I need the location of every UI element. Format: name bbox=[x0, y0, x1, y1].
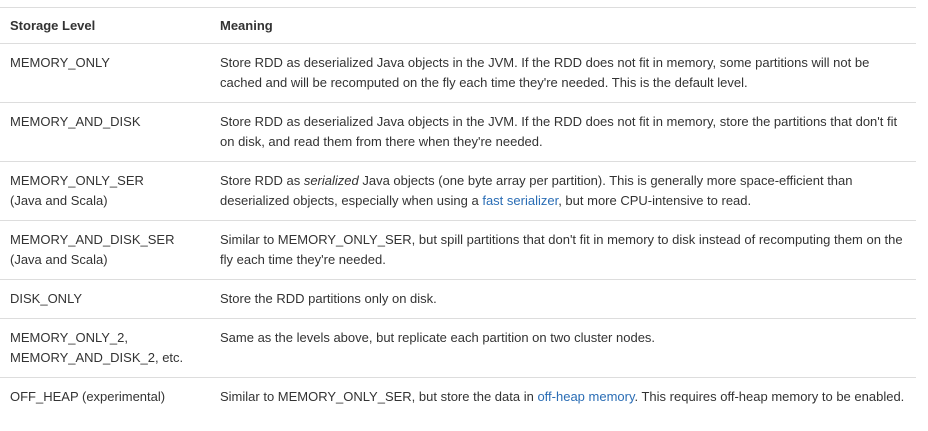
storage-level-name: MEMORY_ONLY_SER bbox=[10, 173, 144, 188]
storage-level-cell: MEMORY_AND_DISK bbox=[0, 102, 210, 162]
storage-level-name: MEMORY_AND_DISK bbox=[10, 114, 141, 129]
header-meaning: Meaning bbox=[210, 7, 916, 44]
meaning-text: Store RDD as deserialized Java objects i… bbox=[220, 114, 898, 149]
table-row: MEMORY_ONLY Store RDD as deserialized Jav… bbox=[0, 44, 916, 103]
meaning-text: Same as the levels above, but replicate … bbox=[220, 330, 656, 345]
meaning-text: Similar to MEMORY_ONLY_SER, but spill pa… bbox=[220, 232, 903, 267]
meaning-text: , but more CPU-intensive to read. bbox=[558, 193, 752, 208]
meaning-text: Store the RDD partitions only on disk. bbox=[220, 291, 437, 306]
table-row: MEMORY_ONLY_SER (Java and Scala) Store RDD… bbox=[0, 161, 916, 221]
storage-level-name: (Java and Scala) bbox=[10, 252, 108, 267]
table-row: DISK_ONLY Store the RDD partitions only o… bbox=[0, 279, 916, 319]
meaning-cell: Same as the levels above, but replicate … bbox=[210, 318, 916, 378]
table-body: MEMORY_ONLY Store RDD as deserialized Jav… bbox=[0, 44, 916, 416]
storage-level-name: OFF_HEAP (experimental) bbox=[10, 389, 166, 404]
storage-level-cell: OFF_HEAP (experimental) bbox=[0, 377, 210, 416]
meaning-cell: Store RDD as serialized Java objects (on… bbox=[210, 161, 916, 221]
table-row: OFF_HEAP (experimental) Similar to MEMORY… bbox=[0, 377, 916, 416]
meaning-text: Similar to MEMORY_ONLY_SER, but store th… bbox=[220, 389, 538, 404]
storage-level-name: MEMORY_ONLY bbox=[10, 55, 110, 70]
meaning-cell: Store the RDD partitions only on disk. bbox=[210, 279, 916, 319]
storage-level-cell: MEMORY_ONLY_2, MEMORY_AND_DISK_2, etc. bbox=[0, 318, 210, 378]
doc-link[interactable]: off-heap memory bbox=[537, 389, 635, 404]
storage-levels-table: Storage Level Meaning MEMORY_ONLY Store R… bbox=[0, 7, 916, 416]
storage-level-name: MEMORY_AND_DISK_2, etc. bbox=[10, 350, 184, 365]
storage-level-cell: MEMORY_AND_DISK_SER (Java and Scala) bbox=[0, 220, 210, 280]
meaning-cell: Store RDD as deserialized Java objects i… bbox=[210, 44, 916, 103]
storage-level-name: DISK_ONLY bbox=[10, 291, 83, 306]
header-storage-level: Storage Level bbox=[0, 7, 210, 44]
meaning-cell: Similar to MEMORY_ONLY_SER, but spill pa… bbox=[210, 220, 916, 280]
meaning-text: Store RDD as bbox=[220, 173, 304, 188]
table-row: MEMORY_AND_DISK Store RDD as deserialized… bbox=[0, 102, 916, 162]
meaning-text: Store RDD as deserialized Java objects i… bbox=[220, 55, 870, 90]
meaning-cell: Similar to MEMORY_ONLY_SER, but store th… bbox=[210, 377, 916, 416]
doc-link[interactable]: fast serializer bbox=[482, 193, 559, 208]
emphasized-text: serialized bbox=[303, 173, 359, 188]
meaning-text: Java objects (one byte array per partiti… bbox=[220, 173, 853, 208]
table-row: MEMORY_ONLY_2, MEMORY_AND_DISK_2, etc. Sam… bbox=[0, 318, 916, 378]
storage-level-cell: DISK_ONLY bbox=[0, 279, 210, 319]
storage-level-cell: MEMORY_ONLY_SER (Java and Scala) bbox=[0, 161, 210, 221]
table-header-row: Storage Level Meaning bbox=[0, 7, 916, 44]
meaning-text: . This requires off-heap memory to be en… bbox=[634, 389, 905, 404]
storage-level-name: MEMORY_AND_DISK_SER bbox=[10, 232, 175, 247]
storage-level-cell: MEMORY_ONLY bbox=[0, 44, 210, 103]
storage-level-name: (Java and Scala) bbox=[10, 193, 108, 208]
table-row: MEMORY_AND_DISK_SER (Java and Scala) Simil… bbox=[0, 220, 916, 280]
meaning-cell: Store RDD as deserialized Java objects i… bbox=[210, 102, 916, 162]
storage-level-name: MEMORY_ONLY_2, bbox=[10, 330, 129, 345]
